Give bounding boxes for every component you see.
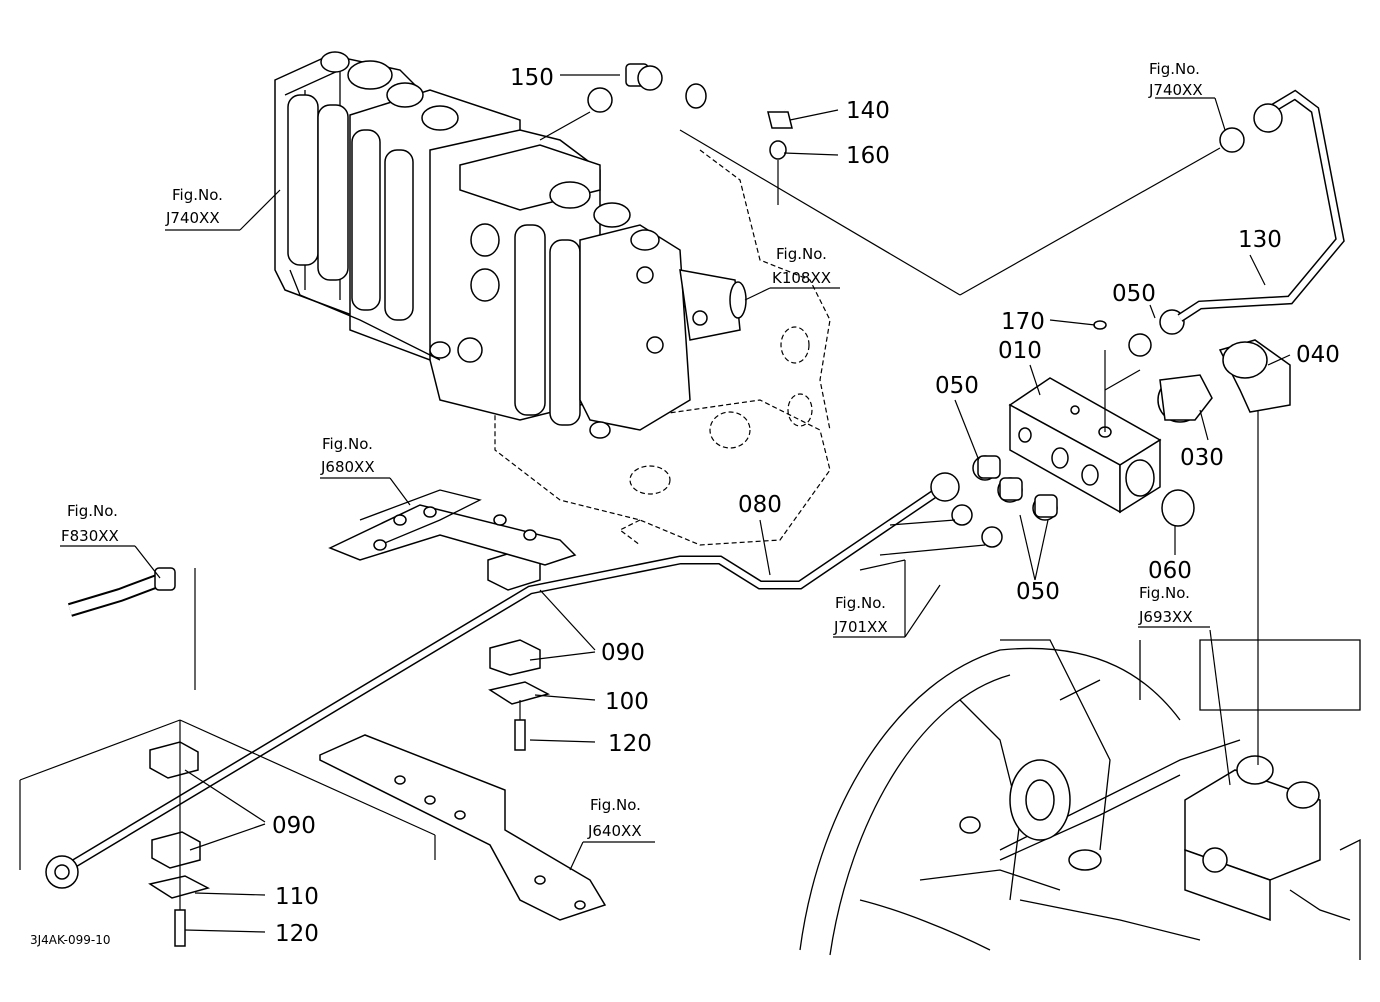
label-120-upper: 120 [608, 731, 652, 757]
svg-text:J740XX: J740XX [1148, 81, 1203, 99]
label-140: 140 [846, 98, 890, 124]
svg-text:Fig.No.: Fig.No. [776, 245, 827, 263]
svg-text:Fig.No.: Fig.No. [172, 186, 223, 204]
pipe-080 [45, 472, 1003, 889]
label-110: 110 [275, 884, 319, 910]
fig-ref-j701: Fig.No. J701XX [833, 594, 888, 636]
fig-ref-j740-left: Fig.No. J740XX [165, 186, 223, 227]
label-160: 160 [846, 143, 890, 169]
svg-text:Fig.No.: Fig.No. [1139, 584, 1190, 602]
hose-f830 [67, 567, 196, 690]
chassis-frame [799, 410, 1361, 960]
control-valve-assembly [274, 51, 831, 546]
label-030: 030 [1180, 445, 1224, 471]
diagram-code: 3J4AK-099-10 [30, 933, 110, 947]
label-010: 010 [998, 338, 1042, 364]
svg-text:J693XX: J693XX [1138, 608, 1193, 626]
label-130: 130 [1238, 227, 1282, 253]
label-090-upper: 090 [601, 640, 645, 666]
svg-text:J680XX: J680XX [320, 458, 375, 476]
fig-ref-j740-top-right: Fig.No. J740XX [1148, 60, 1203, 99]
figure-references: Fig.No. J740XX Fig.No. J740XX Fig.No. K1… [61, 60, 1203, 840]
svg-text:F830XX: F830XX [61, 527, 119, 545]
svg-text:J640XX: J640XX [587, 822, 642, 840]
fig-ref-k108: Fig.No. K108XX [772, 245, 831, 287]
bracket-j640 [319, 734, 607, 921]
pipe-140-assembly [539, 63, 793, 205]
bracket-j680 [328, 489, 577, 566]
label-040: 040 [1296, 342, 1340, 368]
divider-block-010 [1008, 350, 1162, 514]
svg-text:Fig.No.: Fig.No. [1149, 60, 1200, 78]
fig-ref-j680: Fig.No. J680XX [320, 435, 375, 476]
svg-text:Fig.No.: Fig.No. [67, 502, 118, 520]
svg-text:J701XX: J701XX [833, 618, 888, 636]
fig-ref-j640: Fig.No. J640XX [587, 796, 642, 840]
svg-text:Fig.No.: Fig.No. [835, 594, 886, 612]
svg-text:Fig.No.: Fig.No. [322, 435, 373, 453]
svg-text:Fig.No.: Fig.No. [590, 796, 641, 814]
label-100: 100 [605, 689, 649, 715]
svg-text:J740XX: J740XX [165, 209, 220, 227]
label-050-top: 050 [1112, 281, 1156, 307]
fig-ref-j693: Fig.No. J693XX [1138, 584, 1193, 626]
fig-ref-f830: Fig.No. F830XX [61, 502, 119, 545]
label-080: 080 [738, 492, 782, 518]
part-number-labels: 150 140 160 130 050 170 010 040 050 030 … [272, 65, 1340, 947]
label-050-bottom: 050 [1016, 579, 1060, 605]
fittings-050-030-040-060 [972, 309, 1291, 527]
label-170: 170 [1001, 309, 1045, 335]
label-060: 060 [1148, 558, 1192, 584]
pipe-130 [679, 89, 1345, 322]
clamps-and-brackets [19, 549, 551, 947]
svg-text:K108XX: K108XX [772, 269, 831, 287]
label-050-left: 050 [935, 373, 979, 399]
label-090-lower: 090 [272, 813, 316, 839]
label-150: 150 [510, 65, 554, 91]
leader-lines [60, 74, 1291, 933]
label-120-lower: 120 [275, 921, 319, 947]
